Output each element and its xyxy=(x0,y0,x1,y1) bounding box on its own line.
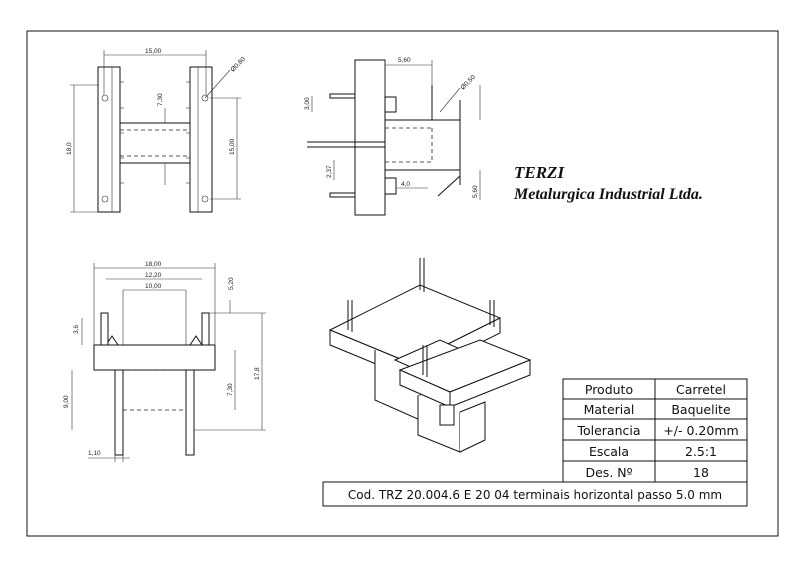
title-block: Produto Carretel Material Baquelite Tole… xyxy=(322,378,748,507)
company-subtitle: Metalurgica Industrial Ltda. xyxy=(513,186,703,203)
side-view: 5,60 3,00 Ø0,50 2,37 4,0 5,60 xyxy=(304,57,481,216)
dim-front-gap: 7,30 xyxy=(157,93,164,106)
label-des-no: Des. Nº xyxy=(585,465,632,480)
front-view: 15,00 18,0 15,00 7,30 Ø0,80 xyxy=(66,48,247,213)
dim-front-height: 18,0 xyxy=(66,142,73,155)
dim-front-width: 15,00 xyxy=(145,48,162,55)
dim-side-hole: Ø0,50 xyxy=(459,74,477,92)
dim-bottom-h2: 7,30 xyxy=(227,383,234,396)
dim-bottom-h1: 9,00 xyxy=(63,395,70,408)
product-code: Cod. TRZ 20.004.6 E 20 04 terminais hori… xyxy=(348,488,722,502)
dim-side-top: 5,60 xyxy=(398,57,411,64)
dim-front-hole: Ø0,80 xyxy=(229,56,247,74)
value-tolerancia: +/- 0.20mm xyxy=(663,423,738,438)
dim-bottom-h3: 17,8 xyxy=(254,367,261,380)
label-produto: Produto xyxy=(585,382,633,397)
company-name: TERZI xyxy=(514,163,565,182)
dim-bottom-foot: 1,10 xyxy=(88,450,101,457)
label-material: Material xyxy=(584,402,635,417)
dim-bottom-left: 3,6 xyxy=(73,325,80,334)
dim-bottom-w2: 12,20 xyxy=(145,272,162,279)
dim-side-pin: 3,00 xyxy=(304,97,311,110)
drawing-border xyxy=(26,30,779,537)
bottom-view: 18,00 12,20 10,00 5,20 3,6 9,00 7,30 17,… xyxy=(63,261,266,462)
value-material: Baquelite xyxy=(671,402,731,417)
dim-side-offset: 2,37 xyxy=(326,165,333,178)
isometric-view xyxy=(328,258,532,453)
label-tolerancia: Tolerancia xyxy=(576,423,640,438)
value-escala: 2.5:1 xyxy=(685,444,717,459)
dim-side-base: 4,0 xyxy=(401,181,410,188)
label-escala: Escala xyxy=(589,444,629,459)
value-produto: Carretel xyxy=(676,382,726,397)
dim-front-inner: 15,00 xyxy=(229,138,236,155)
dim-bottom-w1: 18,00 xyxy=(145,261,162,268)
dim-bottom-w3: 10,00 xyxy=(145,283,162,290)
dim-bottom-pin: 5,20 xyxy=(228,277,235,290)
value-des-no: 18 xyxy=(693,465,709,480)
dim-side-right: 5,60 xyxy=(472,185,479,198)
